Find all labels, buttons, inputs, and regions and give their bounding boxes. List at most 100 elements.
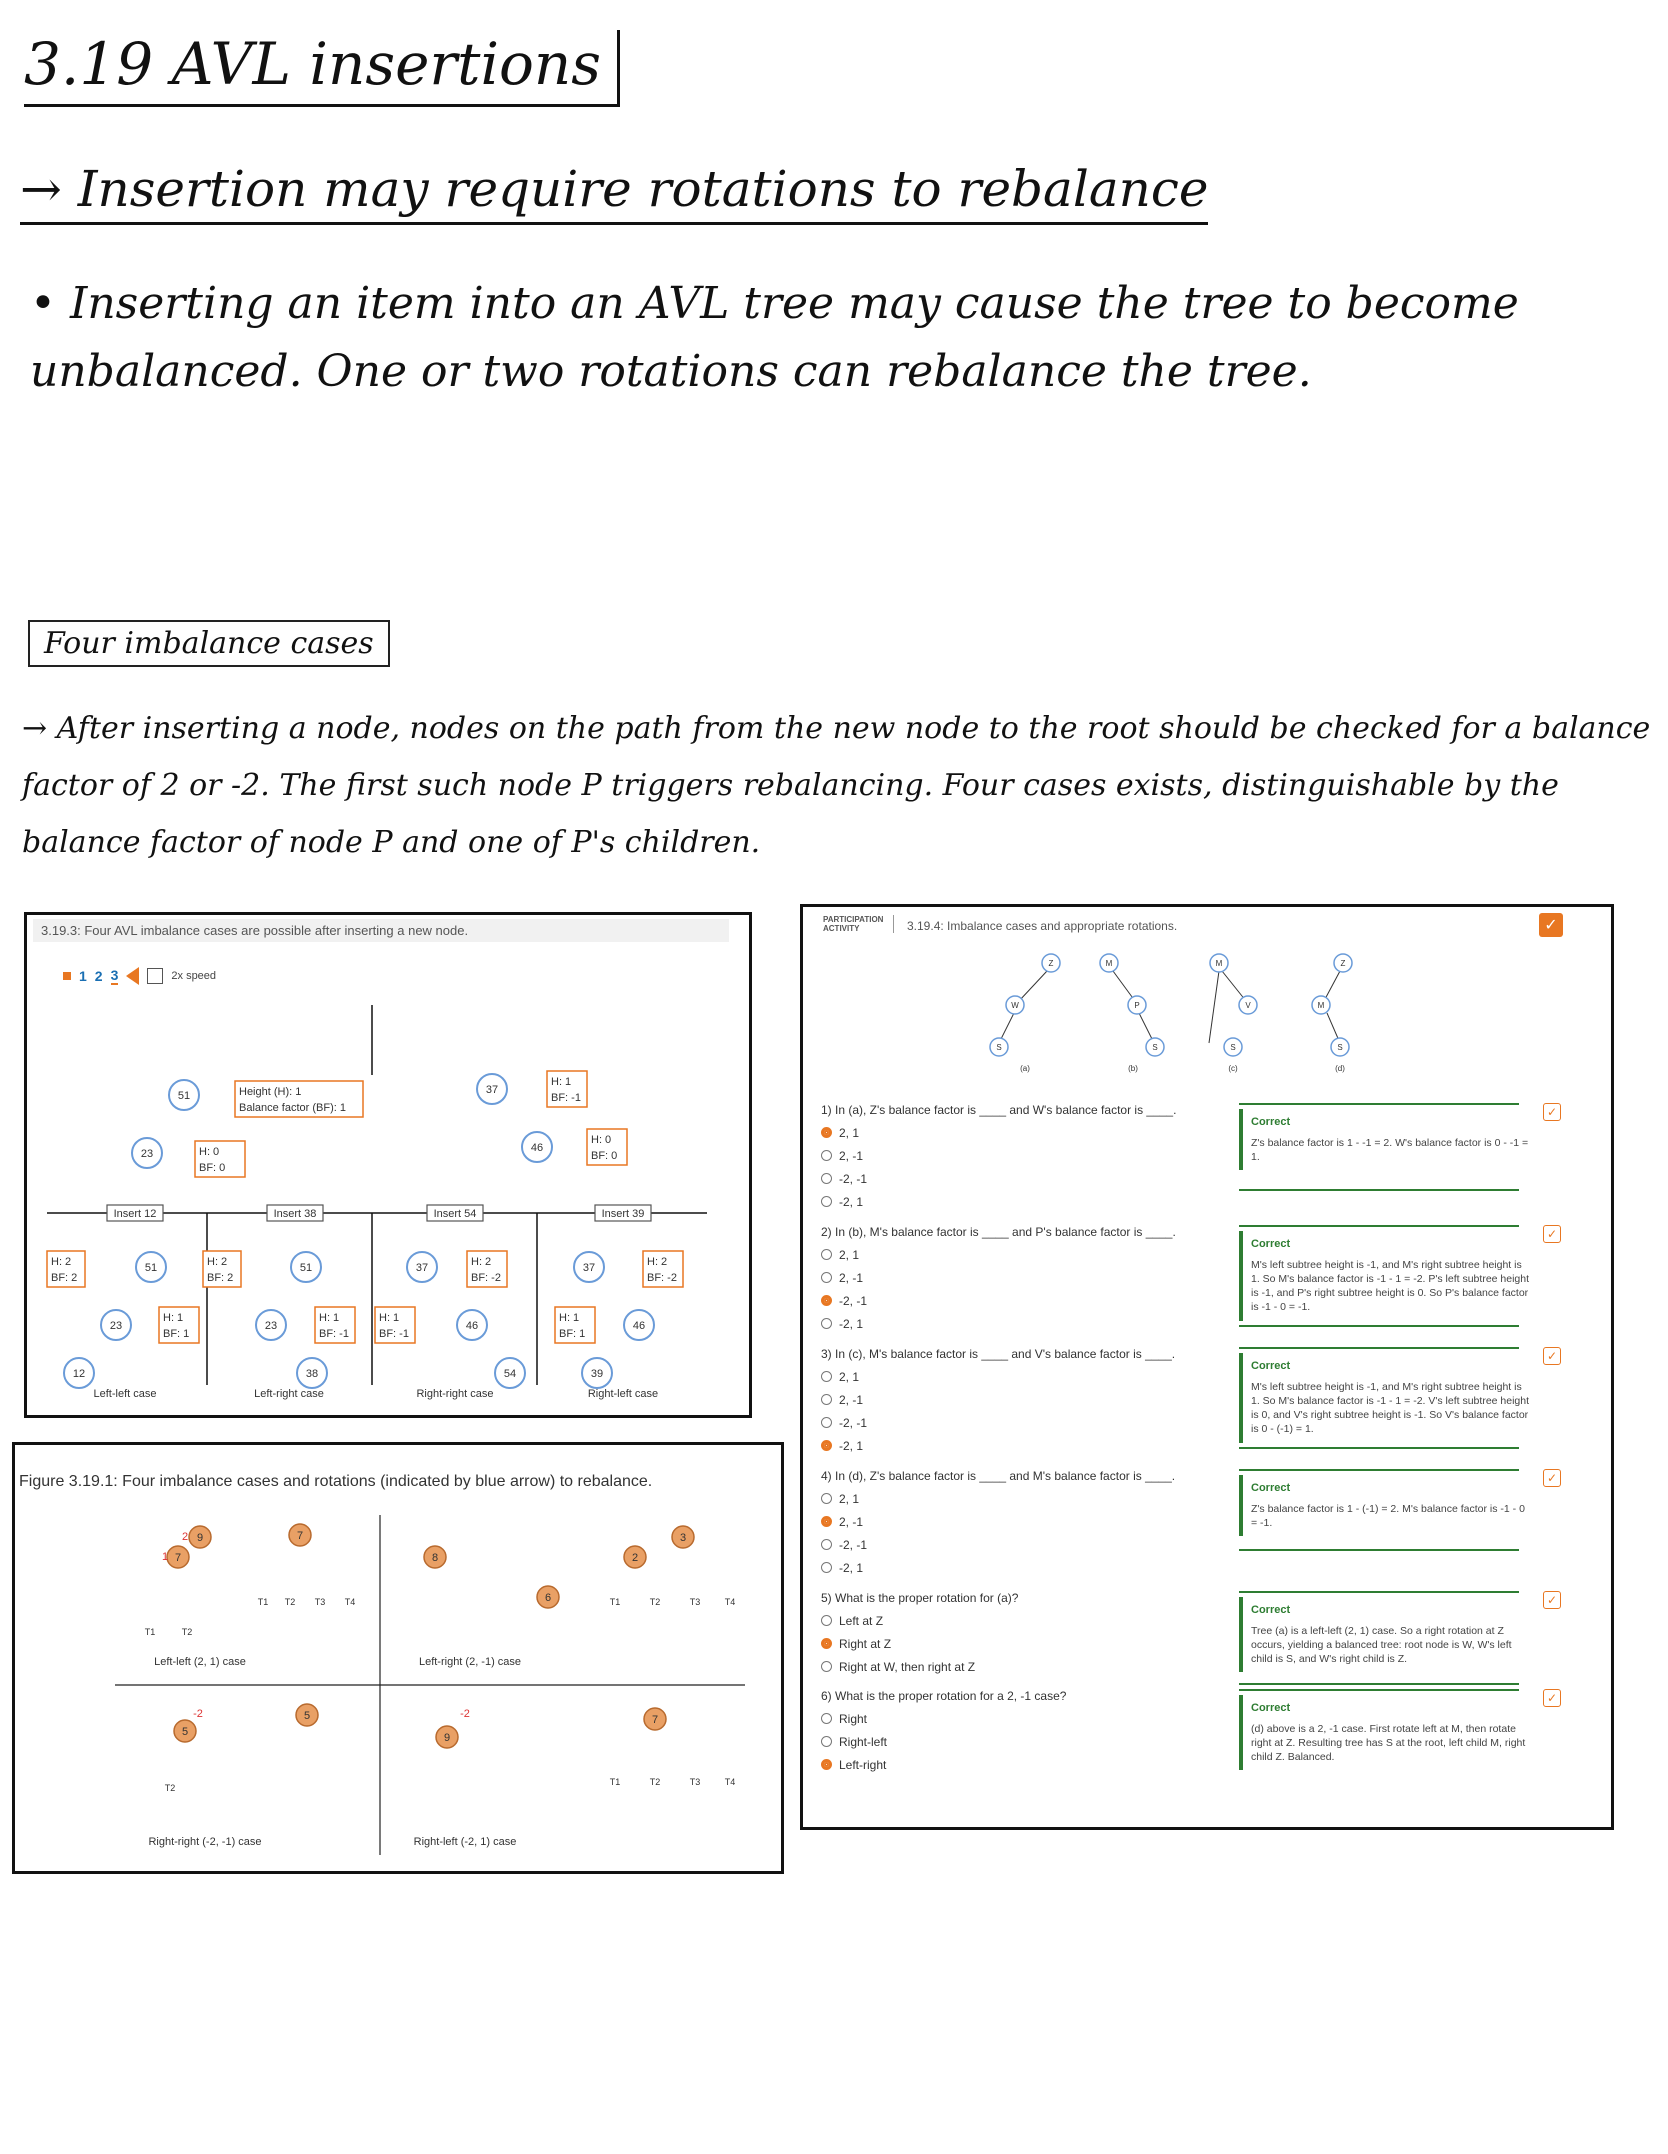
- bf-label: BF: -1: [319, 1328, 349, 1340]
- height-label: Height (H): 1: [239, 1086, 301, 1098]
- step-1[interactable]: 1: [79, 968, 87, 984]
- node-46: 46: [466, 1320, 478, 1332]
- radio-icon[interactable]: [821, 1150, 832, 1161]
- option[interactable]: 2, 1: [821, 1487, 1181, 1510]
- question-6: 6) What is the proper rotation for a 2, …: [821, 1689, 1181, 1776]
- radio-icon[interactable]: [821, 1713, 832, 1724]
- option[interactable]: Left-right: [821, 1753, 1181, 1776]
- subtree-t2: T2: [650, 1777, 661, 1787]
- radio-icon[interactable]: [821, 1249, 832, 1260]
- radio-icon[interactable]: [821, 1539, 832, 1550]
- option[interactable]: -2, -1: [821, 1533, 1181, 1556]
- h-label: H: 1: [559, 1312, 579, 1324]
- radio-selected-icon[interactable]: [821, 1440, 832, 1451]
- option[interactable]: Right at W, then right at Z: [821, 1655, 1181, 1678]
- radio-selected-icon[interactable]: [821, 1127, 832, 1138]
- option[interactable]: -2, -1: [821, 1411, 1181, 1434]
- node-46: 46: [633, 1320, 645, 1332]
- bf-label: BF: -1: [551, 1092, 581, 1104]
- option[interactable]: 2, -1: [821, 1144, 1181, 1167]
- radio-icon[interactable]: [821, 1394, 832, 1405]
- activity-title: 3.19.4: Imbalance cases and appropriate …: [907, 919, 1178, 933]
- node-46: 46: [531, 1142, 543, 1154]
- bf-label: BF: -2: [471, 1272, 501, 1284]
- option[interactable]: 2, -1: [821, 1266, 1181, 1289]
- bf-value: 1: [162, 1551, 168, 1563]
- option[interactable]: -2, -1: [821, 1289, 1181, 1312]
- option[interactable]: 2, 1: [821, 1365, 1181, 1388]
- back-arrow-icon[interactable]: [126, 967, 140, 985]
- option[interactable]: Right-left: [821, 1730, 1181, 1753]
- figure-key: 7: [652, 1714, 658, 1726]
- subtree-t4: T4: [725, 1597, 736, 1607]
- tree-node: M: [1216, 959, 1223, 968]
- h-label: H: 1: [319, 1312, 339, 1324]
- radio-icon[interactable]: [821, 1196, 832, 1207]
- tree-label: (d): [1335, 1064, 1345, 1073]
- option[interactable]: Left at Z: [821, 1609, 1181, 1632]
- option[interactable]: -2, 1: [821, 1434, 1181, 1457]
- option[interactable]: 2, -1: [821, 1510, 1181, 1533]
- option[interactable]: -2, 1: [821, 1312, 1181, 1335]
- option[interactable]: 2, 1: [821, 1243, 1181, 1266]
- node-51: 51: [145, 1262, 157, 1274]
- radio-icon[interactable]: [821, 1173, 832, 1184]
- h-label: H: 1: [379, 1312, 399, 1324]
- option[interactable]: -2, 1: [821, 1556, 1181, 1579]
- subtree-t2: T2: [285, 1597, 296, 1607]
- radio-icon[interactable]: [821, 1318, 832, 1329]
- radio-icon[interactable]: [821, 1417, 832, 1428]
- option[interactable]: -2, 1: [821, 1190, 1181, 1213]
- h-label: H: 2: [51, 1256, 71, 1268]
- speed-label: 2x speed: [171, 970, 217, 982]
- figure-caption: Figure 3.19.1: Four imbalance cases and …: [19, 1473, 653, 1490]
- check-icon: ✓: [1543, 1689, 1561, 1707]
- figure-key: 9: [444, 1732, 450, 1744]
- figure-key: 8: [432, 1552, 438, 1564]
- bf-label: BF: 0: [199, 1162, 225, 1174]
- option[interactable]: Right at Z: [821, 1632, 1181, 1655]
- step-2[interactable]: 2: [94, 968, 103, 984]
- radio-icon[interactable]: [821, 1493, 832, 1504]
- figure-key: 7: [297, 1530, 303, 1542]
- node-51: 51: [300, 1262, 312, 1274]
- figure-key: 9: [197, 1532, 203, 1544]
- option[interactable]: -2, -1: [821, 1167, 1181, 1190]
- radio-selected-icon[interactable]: [821, 1638, 832, 1649]
- radio-icon[interactable]: [821, 1371, 832, 1382]
- subtree-t3: T3: [690, 1777, 701, 1787]
- figure-key: 5: [304, 1710, 310, 1722]
- radio-selected-icon[interactable]: [821, 1295, 832, 1306]
- stop-icon[interactable]: [63, 972, 71, 980]
- step-3[interactable]: 3: [110, 967, 119, 985]
- tree-node: V: [1245, 1001, 1251, 1010]
- imbalance-cases-label: Four imbalance cases: [28, 620, 390, 667]
- node-37: 37: [583, 1262, 595, 1274]
- radio-selected-icon[interactable]: [821, 1516, 832, 1527]
- radio-selected-icon[interactable]: [821, 1759, 832, 1770]
- balance-factor-label: Balance factor (BF): 1: [239, 1102, 346, 1114]
- radio-icon[interactable]: [821, 1272, 832, 1283]
- figure-diagram: 9 7 7 8 3 2 5 5 9 7 6 2 1 -2 -2 T1 T2 T1…: [115, 1515, 745, 1855]
- question-2: 2) In (b), M's balance factor is ____ an…: [821, 1225, 1181, 1335]
- figure-case-label: Left-right (2, -1) case: [419, 1656, 521, 1668]
- subtree-t1: T1: [145, 1627, 156, 1637]
- activity-complete-check: ✓: [1539, 913, 1563, 937]
- bf-value: -2: [193, 1708, 203, 1720]
- subtree-t4: T4: [345, 1597, 356, 1607]
- option[interactable]: 2, -1: [821, 1388, 1181, 1411]
- radio-icon[interactable]: [821, 1615, 832, 1626]
- speed-checkbox[interactable]: [147, 968, 164, 984]
- node-37: 37: [486, 1084, 498, 1096]
- question-text: 5) What is the proper rotation for (a)?: [821, 1591, 1019, 1605]
- option[interactable]: 2, 1: [821, 1121, 1181, 1144]
- radio-icon[interactable]: [821, 1736, 832, 1747]
- bf-label: BF: 0: [591, 1150, 617, 1162]
- question-4: 4) In (d), Z's balance factor is ____ an…: [821, 1469, 1181, 1579]
- tree-node: S: [1230, 1043, 1235, 1052]
- option[interactable]: Right: [821, 1707, 1181, 1730]
- radio-icon[interactable]: [821, 1661, 832, 1672]
- figure-key: 3: [680, 1532, 686, 1544]
- radio-icon[interactable]: [821, 1562, 832, 1573]
- question-text: 1) In (a), Z's balance factor is ____ an…: [821, 1103, 1177, 1117]
